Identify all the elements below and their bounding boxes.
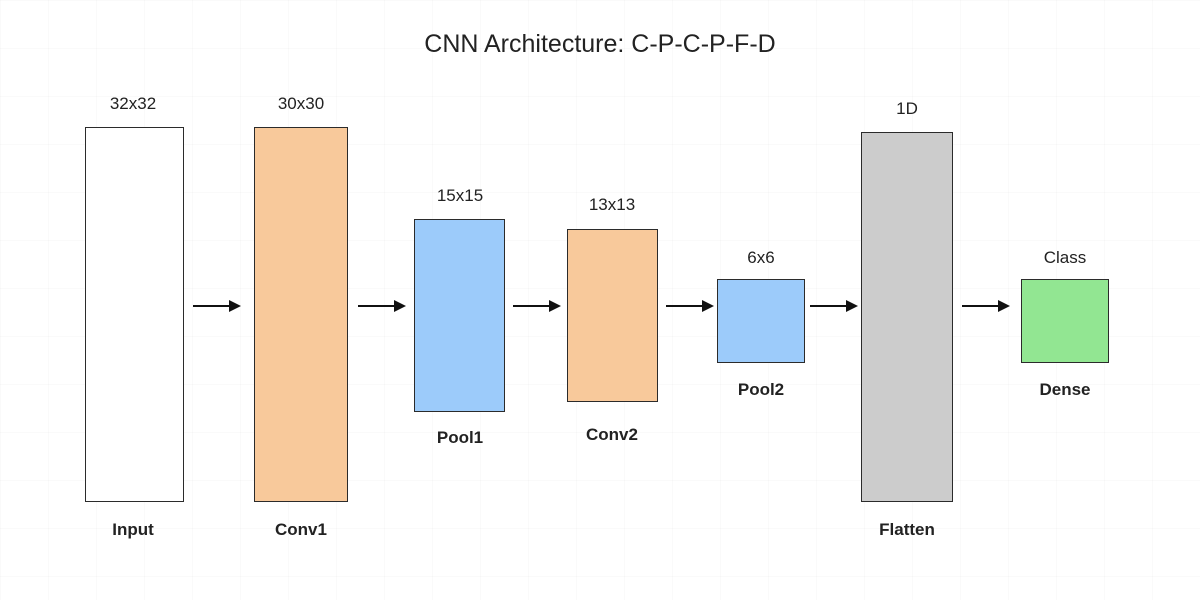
pool2-layer-name: Pool2 [737, 380, 785, 399]
pool1-layer-block [414, 219, 505, 412]
conv1-layer-name: Conv1 [275, 520, 327, 539]
conv1-layer-block [254, 127, 348, 502]
pool1-layer-name: Pool1 [436, 428, 484, 447]
right-arrow-icon [513, 300, 561, 312]
right-arrow-icon [962, 300, 1010, 312]
dense-layer-dim: Class [1043, 248, 1087, 267]
conv2-layer-block [567, 229, 658, 402]
right-arrow-icon [666, 300, 714, 312]
input-layer-name: Input [112, 520, 154, 539]
flatten-layer-dim: 1D [896, 99, 918, 118]
right-arrow-icon [810, 300, 858, 312]
pool1-layer-dim: 15x15 [436, 186, 484, 205]
pool2-layer-dim: 6x6 [747, 248, 775, 267]
flatten-layer-name: Flatten [879, 520, 935, 539]
right-arrow-icon [193, 300, 241, 312]
flatten-layer-block [861, 132, 953, 502]
pool2-layer-block [717, 279, 805, 363]
conv1-layer-dim: 30x30 [277, 94, 325, 113]
conv2-layer-dim: 13x13 [588, 195, 636, 214]
input-layer-dim: 32x32 [109, 94, 157, 113]
dense-layer-block [1021, 279, 1109, 363]
right-arrow-icon [358, 300, 406, 312]
diagram-title: CNN Architecture: C-P-C-P-F-D [424, 30, 776, 58]
input-layer-block [85, 127, 184, 502]
dense-layer-name: Dense [1039, 380, 1091, 399]
conv2-layer-name: Conv2 [586, 425, 638, 444]
